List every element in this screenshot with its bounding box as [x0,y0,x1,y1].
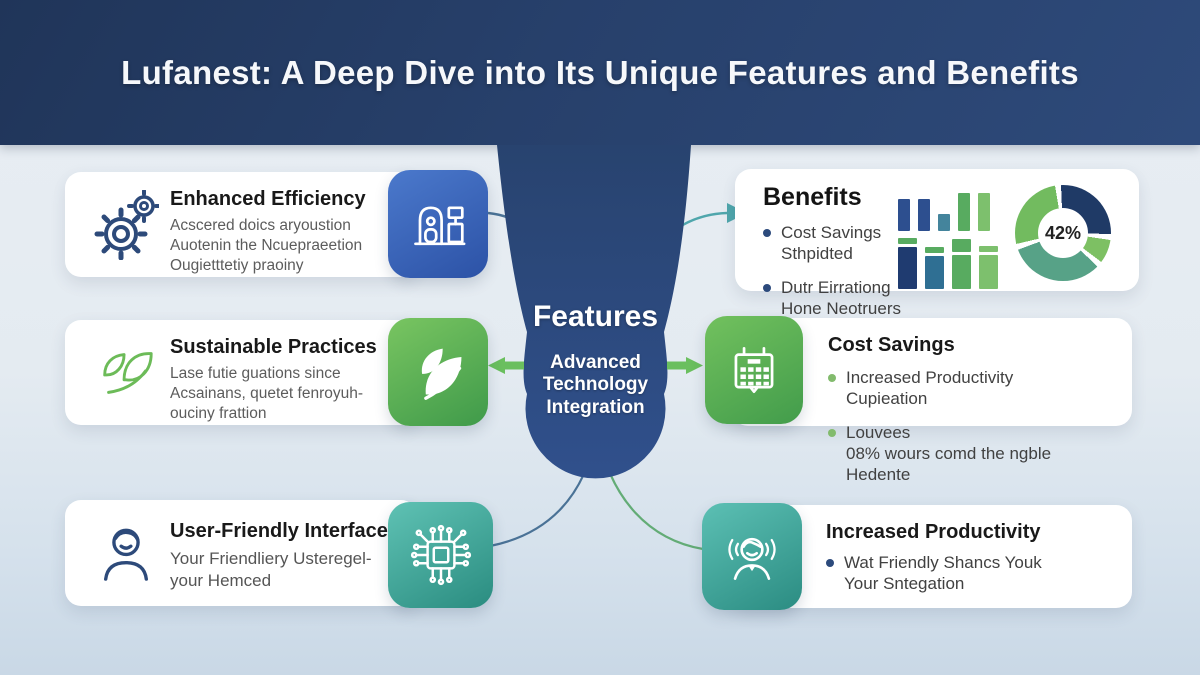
chip-icon [410,524,471,586]
bar [925,247,944,289]
connector-bottom-right [595,429,704,551]
bar-row [898,193,1010,231]
features-hub-subtitle: Advanced Technology Integration [542,352,649,418]
card-title: Increased Productivity [826,521,1041,543]
tile-calendar [705,316,803,424]
benefits-bar-chart [898,193,1010,289]
features-hub: Features Advanced Technology Integration [513,300,678,419]
list-item: Increased Productivity Cupieation [828,367,1120,410]
card-body: Your Friendliery Usteregel- your Hemced [170,549,372,590]
bullet-dot [828,374,836,382]
card-enhanced-efficiency: Enhanced Efficiency Acscered doics aryou… [65,172,417,277]
page-title: Lufanest: A Deep Dive into Its Unique Fe… [121,53,1079,91]
card-user-friendly-interface: User-Friendly Interface Your Friendliery… [65,500,417,606]
bullet-dot [763,229,771,237]
donut-hole: 42% [1038,208,1088,258]
benefits-donut-chart-wrap: 42% [1015,185,1111,281]
tile-support-person [702,503,802,610]
features-hub-title: Features [532,300,659,333]
benefits-bullet-list: Cost Savings Sthpidted Dutr Eirrationg H… [763,222,913,319]
card-title: User-Friendly Interface [170,520,388,542]
bar [918,199,930,231]
bar [898,238,917,289]
bullet-text: Increased Productivity Cupieation [846,368,1014,409]
card-benefits: Benefits Cost Savings Sthpidted Dutr Eir… [735,169,1139,318]
bullet-dot [826,559,834,567]
calendar-icon [734,346,774,394]
card-body: Lase futie guations since Acsainans, que… [170,365,364,422]
bullet-text: Wat Friendly Shancs Youk Your Sntegation [844,553,1042,594]
bullet-dot [828,428,836,437]
machine-icon [414,206,466,246]
leaf-icon [421,348,462,400]
bullet-text: Dutr Eirrationg Hone Neotruers [781,277,902,318]
benefits-title: Benefits [763,183,862,211]
bar-row [898,238,1010,289]
card-title: Sustainable Practices [170,336,377,358]
bar [952,239,971,289]
bar [979,246,998,289]
card-title: Enhanced Efficiency [170,188,366,210]
tile-leaf [388,318,488,426]
bar [958,193,970,231]
header-banner: Lufanest: A Deep Dive into Its Unique Fe… [0,0,1200,145]
tile-chip [388,502,493,608]
user-icon [87,500,165,606]
connector-bottom-left [489,429,599,548]
gears-icon [87,172,165,277]
list-item: Wat Friendly Shancs Youk Your Sntegation [826,552,1120,595]
tile-machine [388,170,488,278]
card-body: Acscered doics aryoustion Auotenin the N… [170,217,363,274]
list-item: Dutr Eirrationg Hone Neotruers [763,277,913,320]
list-item: Cost Savings Sthpidted [763,222,913,265]
card-cost-savings: Cost Savings Increased Productivity Cupi… [732,318,1132,484]
support-person-icon [728,537,776,580]
card-sustainable-practices: Sustainable Practices Lase futie guation… [65,320,417,425]
donut-percentage-label: 42% [1044,222,1082,243]
list-item: Louvees 08% wours comd the ngble Hedente [828,422,1120,486]
bullet-text: Cost Savings Sthpidted [781,223,882,264]
leaf-icon [87,320,165,425]
card-title: Cost Savings [828,334,955,356]
bullet-text: Louvees 08% wours comd the ngble Hedente [846,422,1052,485]
bullet-dot [763,283,771,292]
bar [978,193,990,231]
bar [938,214,950,231]
bar [898,199,910,231]
